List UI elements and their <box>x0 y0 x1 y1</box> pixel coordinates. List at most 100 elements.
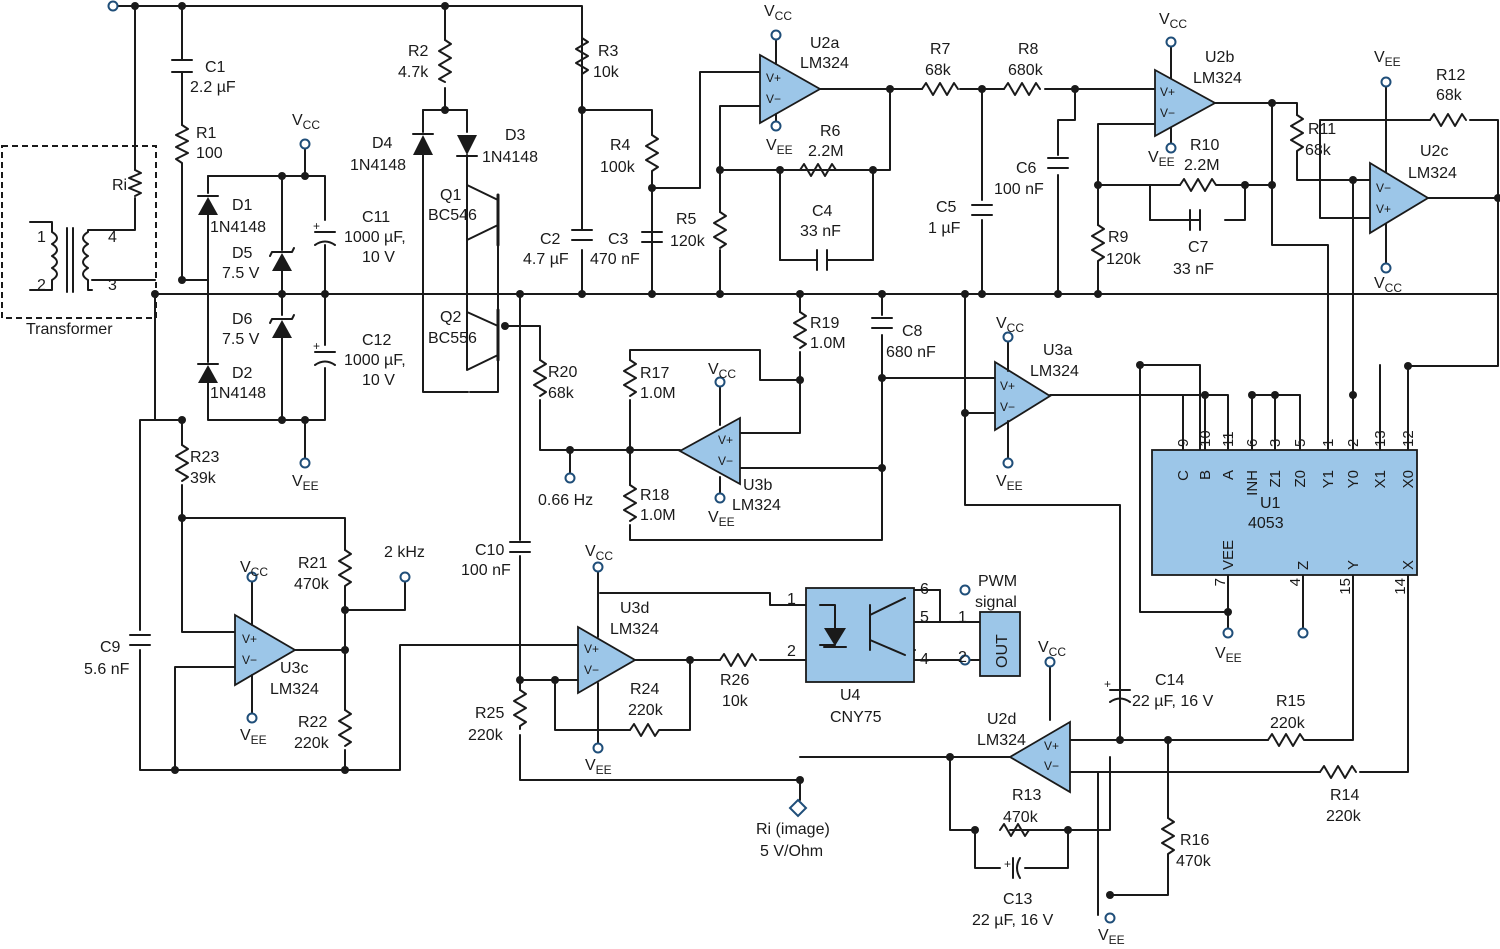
tp-ri-image: Ri (image) <box>756 821 830 838</box>
u1-top-pin-name: Z1 <box>1267 470 1284 488</box>
r11-symbol <box>1290 114 1304 161</box>
r3-value: 10k <box>593 64 620 81</box>
d5-symbol <box>272 253 292 271</box>
u1-top-pin-name: C <box>1175 470 1192 481</box>
c10-name: C10 <box>475 542 504 559</box>
c3-symbol <box>641 231 663 243</box>
r25-symbol <box>513 689 527 730</box>
r5-symbol <box>713 211 727 249</box>
u1-top-pin-name: B <box>1197 470 1214 480</box>
q2-name: Q2 <box>440 309 461 326</box>
u3a-name: U3a <box>1043 342 1072 359</box>
r14-symbol <box>1319 765 1357 779</box>
opamp-supply-wires <box>251 37 1387 746</box>
vcc-label: VCC <box>1038 639 1066 659</box>
r8-value: 680k <box>1008 62 1044 79</box>
u2c-body <box>1369 161 1430 235</box>
u4-block <box>805 587 915 683</box>
u1-top-pin-number: 2 <box>1345 439 1362 447</box>
u1-bottom-pin-number: 4 <box>1287 578 1304 586</box>
svg-text:V+: V+ <box>1044 739 1059 753</box>
r10-value: 2.2M <box>1184 157 1220 174</box>
u3d-body <box>577 625 637 695</box>
c6-symbol <box>1047 157 1069 169</box>
u1-top-pin-name: X1 <box>1372 470 1389 488</box>
u1-top-pin-number: 5 <box>1292 439 1309 447</box>
d1-name: D1 <box>232 197 253 214</box>
vcc-label: VCC <box>240 559 268 579</box>
r24-value: 220k <box>628 702 664 719</box>
u4-pin6: 6 <box>920 581 929 598</box>
c2-value: 4.7 µF <box>523 251 569 268</box>
r22-symbol <box>338 709 352 747</box>
d2-symbol <box>198 365 218 383</box>
u1-bottom-pin-name: Y <box>1345 560 1362 570</box>
c2-name: C2 <box>540 231 561 248</box>
u1-body <box>1151 449 1418 576</box>
u1-top-pin-number: 12 <box>1400 430 1417 447</box>
vee-label: VEE <box>1098 927 1125 947</box>
u1-bottom-pin-number: 15 <box>1337 578 1354 595</box>
r22-name: R22 <box>298 714 327 731</box>
terminals <box>107 0 1392 924</box>
r21-symbol <box>338 549 352 596</box>
u1-top-pin-number: 1 <box>1320 439 1337 447</box>
svg-text:V+: V+ <box>584 642 599 656</box>
u4-name: U4 <box>840 687 861 704</box>
vee-label: VEE <box>1374 49 1401 69</box>
u2d-part: LM324 <box>977 732 1026 749</box>
transformer-block <box>1 145 157 319</box>
u3c-name: U3c <box>280 660 308 677</box>
d6-name: D6 <box>232 311 253 328</box>
r7-value: 68k <box>925 62 952 79</box>
u3d-part: LM324 <box>610 621 659 638</box>
out-title1: PWM <box>978 573 1017 590</box>
r20-value: 68k <box>548 385 575 402</box>
svg-text:V−: V− <box>1044 759 1059 773</box>
svg-text:V−: V− <box>718 454 733 468</box>
c6-value: 100 nF <box>994 181 1044 198</box>
r18-name: R18 <box>640 487 669 504</box>
u1-top-pin-number: 10 <box>1197 430 1214 447</box>
r11-name: R11 <box>1308 121 1336 138</box>
u2a-part: LM324 <box>800 55 849 72</box>
c14-symbol <box>1109 689 1131 703</box>
u4-part: CNY75 <box>830 709 882 726</box>
c1-value: 2.2 µF <box>190 79 236 96</box>
r19-value: 1.0M <box>810 335 846 352</box>
r12-symbol <box>1429 113 1467 127</box>
svg-text:V+: V+ <box>1376 202 1391 216</box>
r11-value: 68k <box>1305 142 1332 159</box>
r3-symbol <box>575 37 589 81</box>
vee-label: VEE <box>585 757 612 777</box>
c9-value: 5.6 nF <box>84 661 130 678</box>
r4-name: R4 <box>610 137 631 154</box>
svg-text:V+: V+ <box>1160 85 1175 99</box>
r8-symbol <box>1003 82 1041 96</box>
r13-name: R13 <box>1012 787 1041 804</box>
diode-symbols <box>197 133 478 383</box>
r16-symbol <box>1161 817 1175 869</box>
r12-value: 68k <box>1436 87 1463 104</box>
c1-symbol <box>171 59 193 73</box>
u3c-body <box>234 613 297 687</box>
r1-name: R1 <box>196 125 217 142</box>
c13-name: C13 <box>1003 891 1032 908</box>
tp-2khz: 2 kHz <box>384 544 425 561</box>
r16-value: 470k <box>1176 853 1212 870</box>
junctions <box>131 2 1500 899</box>
c8-name: C8 <box>902 323 923 340</box>
c10-value: 100 nF <box>461 562 511 579</box>
svg-text:V+: V+ <box>718 433 733 447</box>
svg-text:+: + <box>1004 857 1011 871</box>
capacitor-symbols <box>129 59 1201 879</box>
u2a-name: U2a <box>810 35 839 52</box>
u3c-part: LM324 <box>270 681 319 698</box>
c4-symbol <box>816 249 828 271</box>
transformer-pin3: 3 <box>108 277 117 294</box>
u4-pin5: 5 <box>920 609 929 626</box>
opamp-symbols <box>234 53 1430 794</box>
cap-plus-signs: ++ ++ <box>313 219 1111 871</box>
vcc-label: VCC <box>1374 275 1402 295</box>
c12-value: 1000 µF, <box>344 352 406 369</box>
